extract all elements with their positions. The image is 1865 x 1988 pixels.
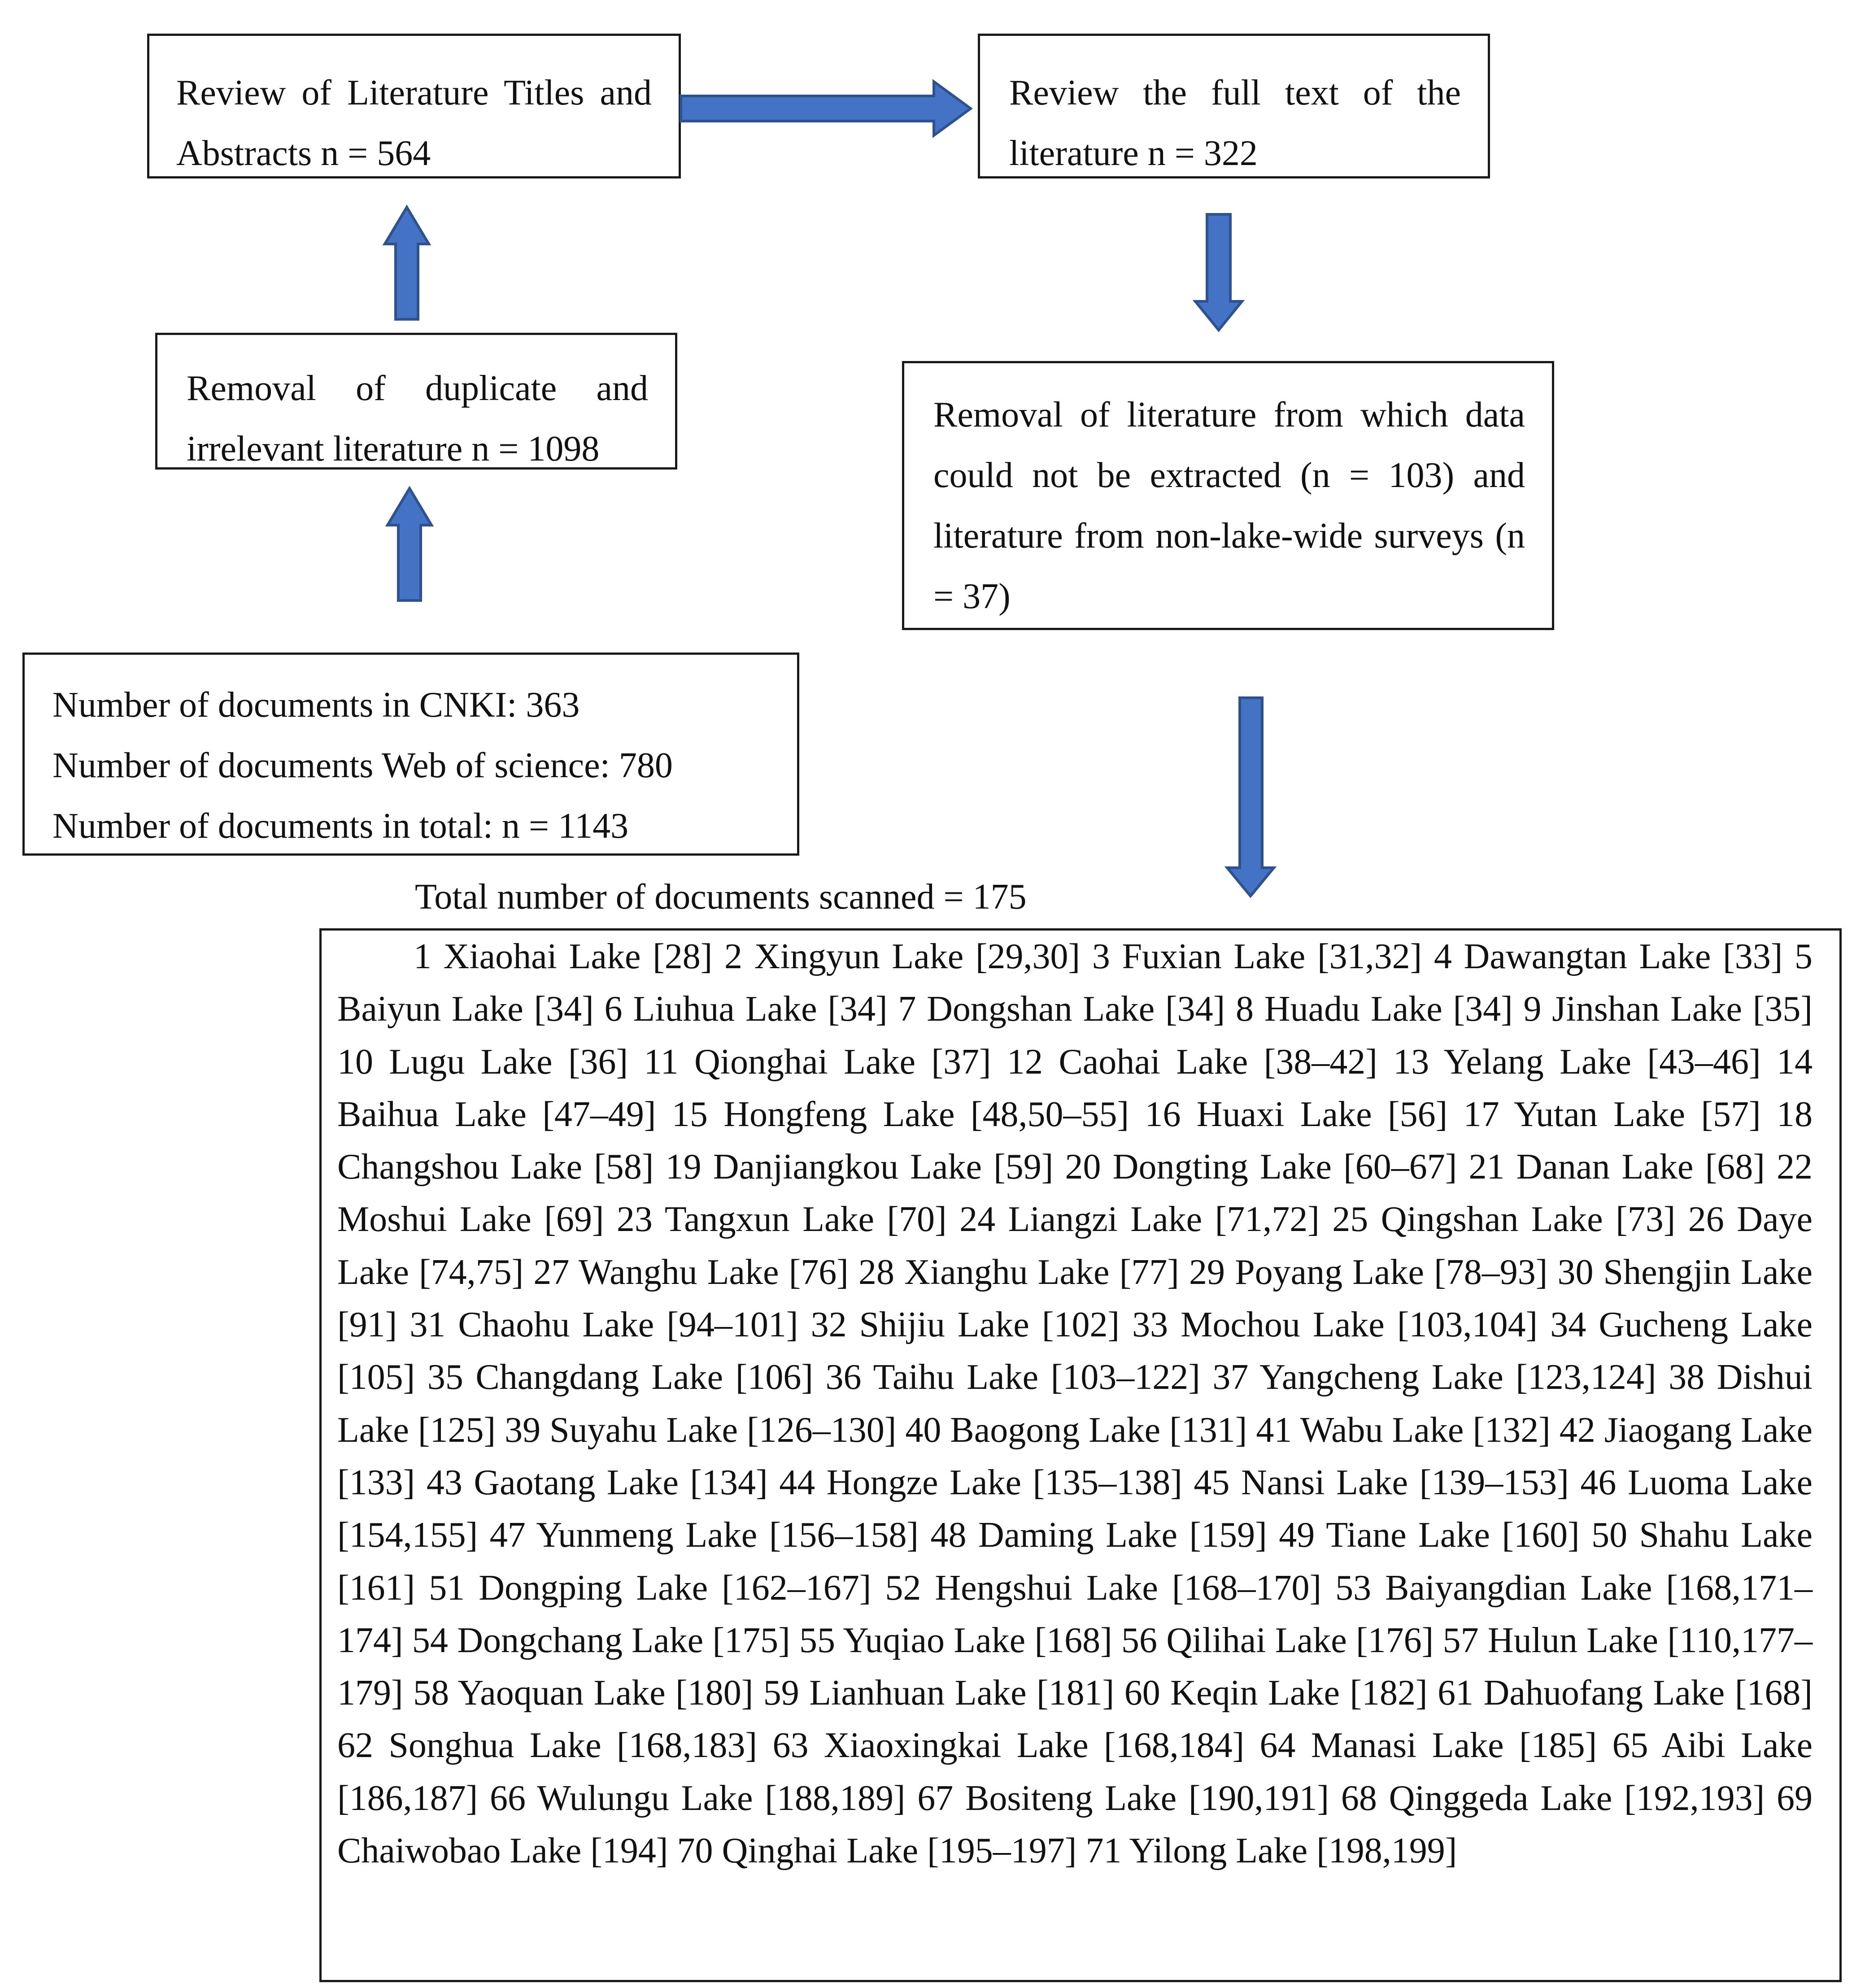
full-text-text: Review the full text of the literature n… bbox=[1009, 73, 1461, 173]
documents-total: Number of documents in total: n = 1143 bbox=[52, 806, 629, 846]
up-arrow-lower bbox=[385, 486, 434, 602]
removal-extraction-box: Removal of literature from which data co… bbox=[902, 361, 1554, 630]
down-arrow-upper bbox=[1192, 213, 1245, 332]
titles-abstracts-text: Review of Literature Titles and Abstract… bbox=[176, 73, 652, 173]
removal-duplicates-text: Removal of duplicate and irrelevant lite… bbox=[187, 369, 648, 469]
titles-abstracts-box: Review of Literature Titles and Abstract… bbox=[147, 34, 681, 178]
right-arrow bbox=[680, 79, 973, 138]
removal-duplicates-box: Removal of duplicate and irrelevant lite… bbox=[155, 333, 677, 470]
up-arrow-upper bbox=[382, 204, 431, 321]
lake-list-box: 1 Xiaohai Lake [28] 2 Xingyun Lake [29,3… bbox=[319, 928, 1842, 1982]
documents-cnki: Number of documents in CNKI: 363 bbox=[52, 685, 580, 725]
down-arrow-lower bbox=[1224, 696, 1277, 898]
full-text-box: Review the full text of the literature n… bbox=[978, 34, 1490, 178]
documents-wos: Number of documents Web of science: 780 bbox=[52, 746, 673, 785]
total-scanned-label: Total number of documents scanned = 175 bbox=[415, 877, 1027, 917]
documents-box: Number of documents in CNKI: 363 Number … bbox=[22, 653, 799, 856]
removal-extraction-text: Removal of literature from which data co… bbox=[933, 395, 1525, 616]
